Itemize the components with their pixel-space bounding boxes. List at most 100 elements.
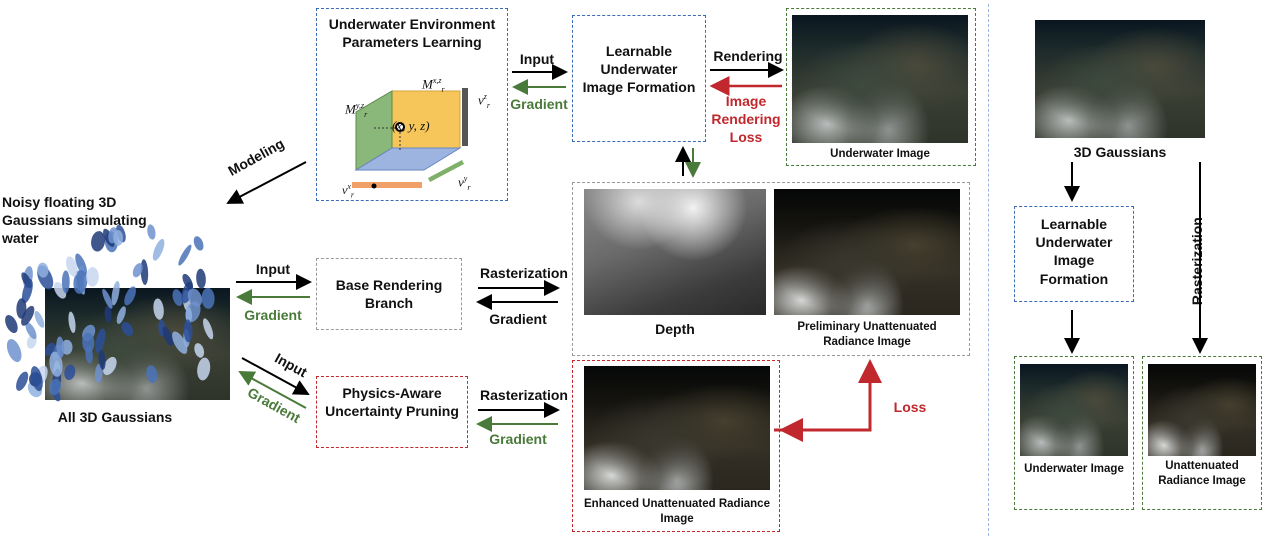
gradient-base-label: Gradient	[244, 307, 302, 323]
math-vz: vzr	[478, 92, 490, 110]
right-unattenuated-caption: Unattenuated Radiance Image	[1158, 460, 1246, 487]
gradient-top-label: Gradient	[510, 96, 568, 112]
gaussian-ellipse	[146, 365, 158, 384]
gaussian-ellipse	[113, 230, 124, 246]
gradient-phys-arrow	[238, 371, 307, 409]
gradient-phys-right-label: Gradient	[489, 431, 547, 447]
gaussian-ellipse	[64, 364, 76, 381]
right-unattenuated-frame	[1142, 356, 1262, 510]
gaussian-ellipse	[172, 289, 183, 306]
math-mxz-base: M	[422, 76, 433, 92]
panel-divider	[988, 4, 989, 536]
math-myz-base: M	[345, 101, 356, 117]
math-myz: My,zr	[345, 101, 367, 119]
gaussian-ellipse	[86, 267, 99, 287]
gaussian-ellipses	[5, 224, 215, 402]
gaussian-ellipse	[37, 262, 49, 278]
gaussian-ellipse	[132, 263, 143, 278]
gaussian-ellipse	[102, 288, 113, 309]
gaussian-ellipse	[116, 306, 126, 324]
math-mxz-sup: x,z	[432, 76, 442, 85]
gaussian-ellipse	[25, 322, 37, 340]
gaussian-ellipse	[98, 349, 106, 370]
gaussian-ellipse	[85, 345, 93, 364]
gaussian-ellipse	[196, 268, 206, 289]
enhanced-image	[584, 366, 770, 490]
math-vy-sub: r	[467, 182, 471, 192]
depth-caption: Depth	[655, 321, 695, 337]
gaussian-ellipse	[102, 356, 117, 376]
math-myz-sub: r	[364, 109, 368, 119]
env-params-title: Underwater Environment Parameters Learni…	[328, 16, 496, 51]
gaussian-ellipse	[73, 270, 88, 294]
math-vy: vyr	[458, 174, 470, 192]
physics-pruning-title: Physics-Aware Uncertainty Pruning	[325, 385, 459, 420]
gaussian-ellipse	[178, 244, 192, 266]
gaussian-ellipse	[16, 298, 27, 319]
gaussian-ellipse	[153, 298, 164, 320]
right-underwater-image	[1020, 364, 1128, 456]
base-rendering-box	[316, 258, 462, 330]
gaussian-ellipse	[197, 357, 211, 381]
gaussian-ellipse	[6, 339, 22, 363]
preliminary-box	[572, 182, 970, 356]
underwater-image	[792, 15, 968, 143]
gaussian-ellipse	[49, 378, 61, 396]
input-top-label: Input	[519, 51, 555, 67]
math-vy-sup: y	[463, 174, 468, 183]
gaussian-ellipse	[104, 305, 112, 323]
gaussian-ellipse	[203, 318, 214, 340]
right-formation-title: Learnable Underwater Image Formation	[1035, 216, 1113, 287]
gaussian-ellipse	[91, 231, 106, 252]
right-gaussians-image	[1035, 20, 1205, 138]
noisy-gaussians-label: Noisy floating 3D Gaussians simulating w…	[2, 194, 147, 247]
right-underwater-frame	[1014, 356, 1134, 510]
math-vz-sup: z	[483, 92, 487, 101]
gaussian-ellipse	[30, 366, 43, 392]
gaussian-ellipse	[147, 224, 156, 240]
math-mxz-sub: r	[441, 84, 445, 94]
right-unattenuated-image	[1148, 364, 1256, 456]
rasterization-phys-label: Rasterization	[480, 387, 568, 403]
gaussian-ellipse	[121, 322, 134, 337]
gaussian-ellipse	[61, 270, 70, 294]
gradient-base-right-label: Gradient	[489, 311, 547, 327]
gaussian-ellipse	[185, 307, 193, 324]
gaussian-ellipse	[21, 279, 33, 304]
gaussian-ellipse	[172, 331, 188, 354]
gaussian-ellipse	[183, 319, 193, 343]
gaussian-ellipse	[21, 305, 35, 326]
gaussian-ellipse	[194, 343, 205, 358]
base-rendering-title: Base Rendering Branch	[335, 277, 443, 312]
math-vz-sub: r	[486, 100, 491, 110]
enhanced-caption: Enhanced Unattenuated Radiance Image	[584, 498, 770, 525]
formation-box	[572, 15, 706, 142]
gaussian-ellipse	[16, 371, 29, 391]
loss-arrow	[774, 359, 882, 432]
enhanced-image-frame	[572, 360, 780, 532]
gaussian-ellipse	[49, 351, 63, 377]
math-mxz: Mx,zr	[422, 76, 445, 94]
gaussian-ellipse	[111, 280, 120, 306]
input-base-label: Input	[255, 261, 291, 277]
rendering-label: Rendering	[713, 48, 783, 64]
gaussian-ellipse	[162, 326, 174, 347]
math-myz-sup: y,z	[355, 101, 365, 110]
env-params-box	[316, 8, 508, 201]
preliminary-caption: Preliminary Unattenuated Radiance Image	[797, 321, 937, 348]
gaussian-ellipse	[66, 256, 78, 277]
gaussian-ellipse	[5, 315, 18, 333]
input-phys-arrow	[241, 357, 310, 395]
right-gaussians-label: 3D Gaussians	[1073, 144, 1167, 160]
math-vy-base: v	[458, 174, 464, 190]
rasterization-base-label: Rasterization	[480, 265, 568, 281]
gaussian-ellipse	[94, 363, 103, 383]
depth-image	[584, 189, 766, 315]
gaussian-ellipse	[95, 328, 106, 354]
right-formation-box	[1014, 206, 1134, 302]
all-gaussians-label: All 3D Gaussians	[57, 409, 173, 425]
preliminary-image	[774, 189, 960, 315]
image-rendering-loss-label: Image Rendering Loss	[711, 93, 781, 146]
gaussian-ellipse	[182, 273, 193, 290]
gaussian-ellipse	[82, 332, 95, 353]
